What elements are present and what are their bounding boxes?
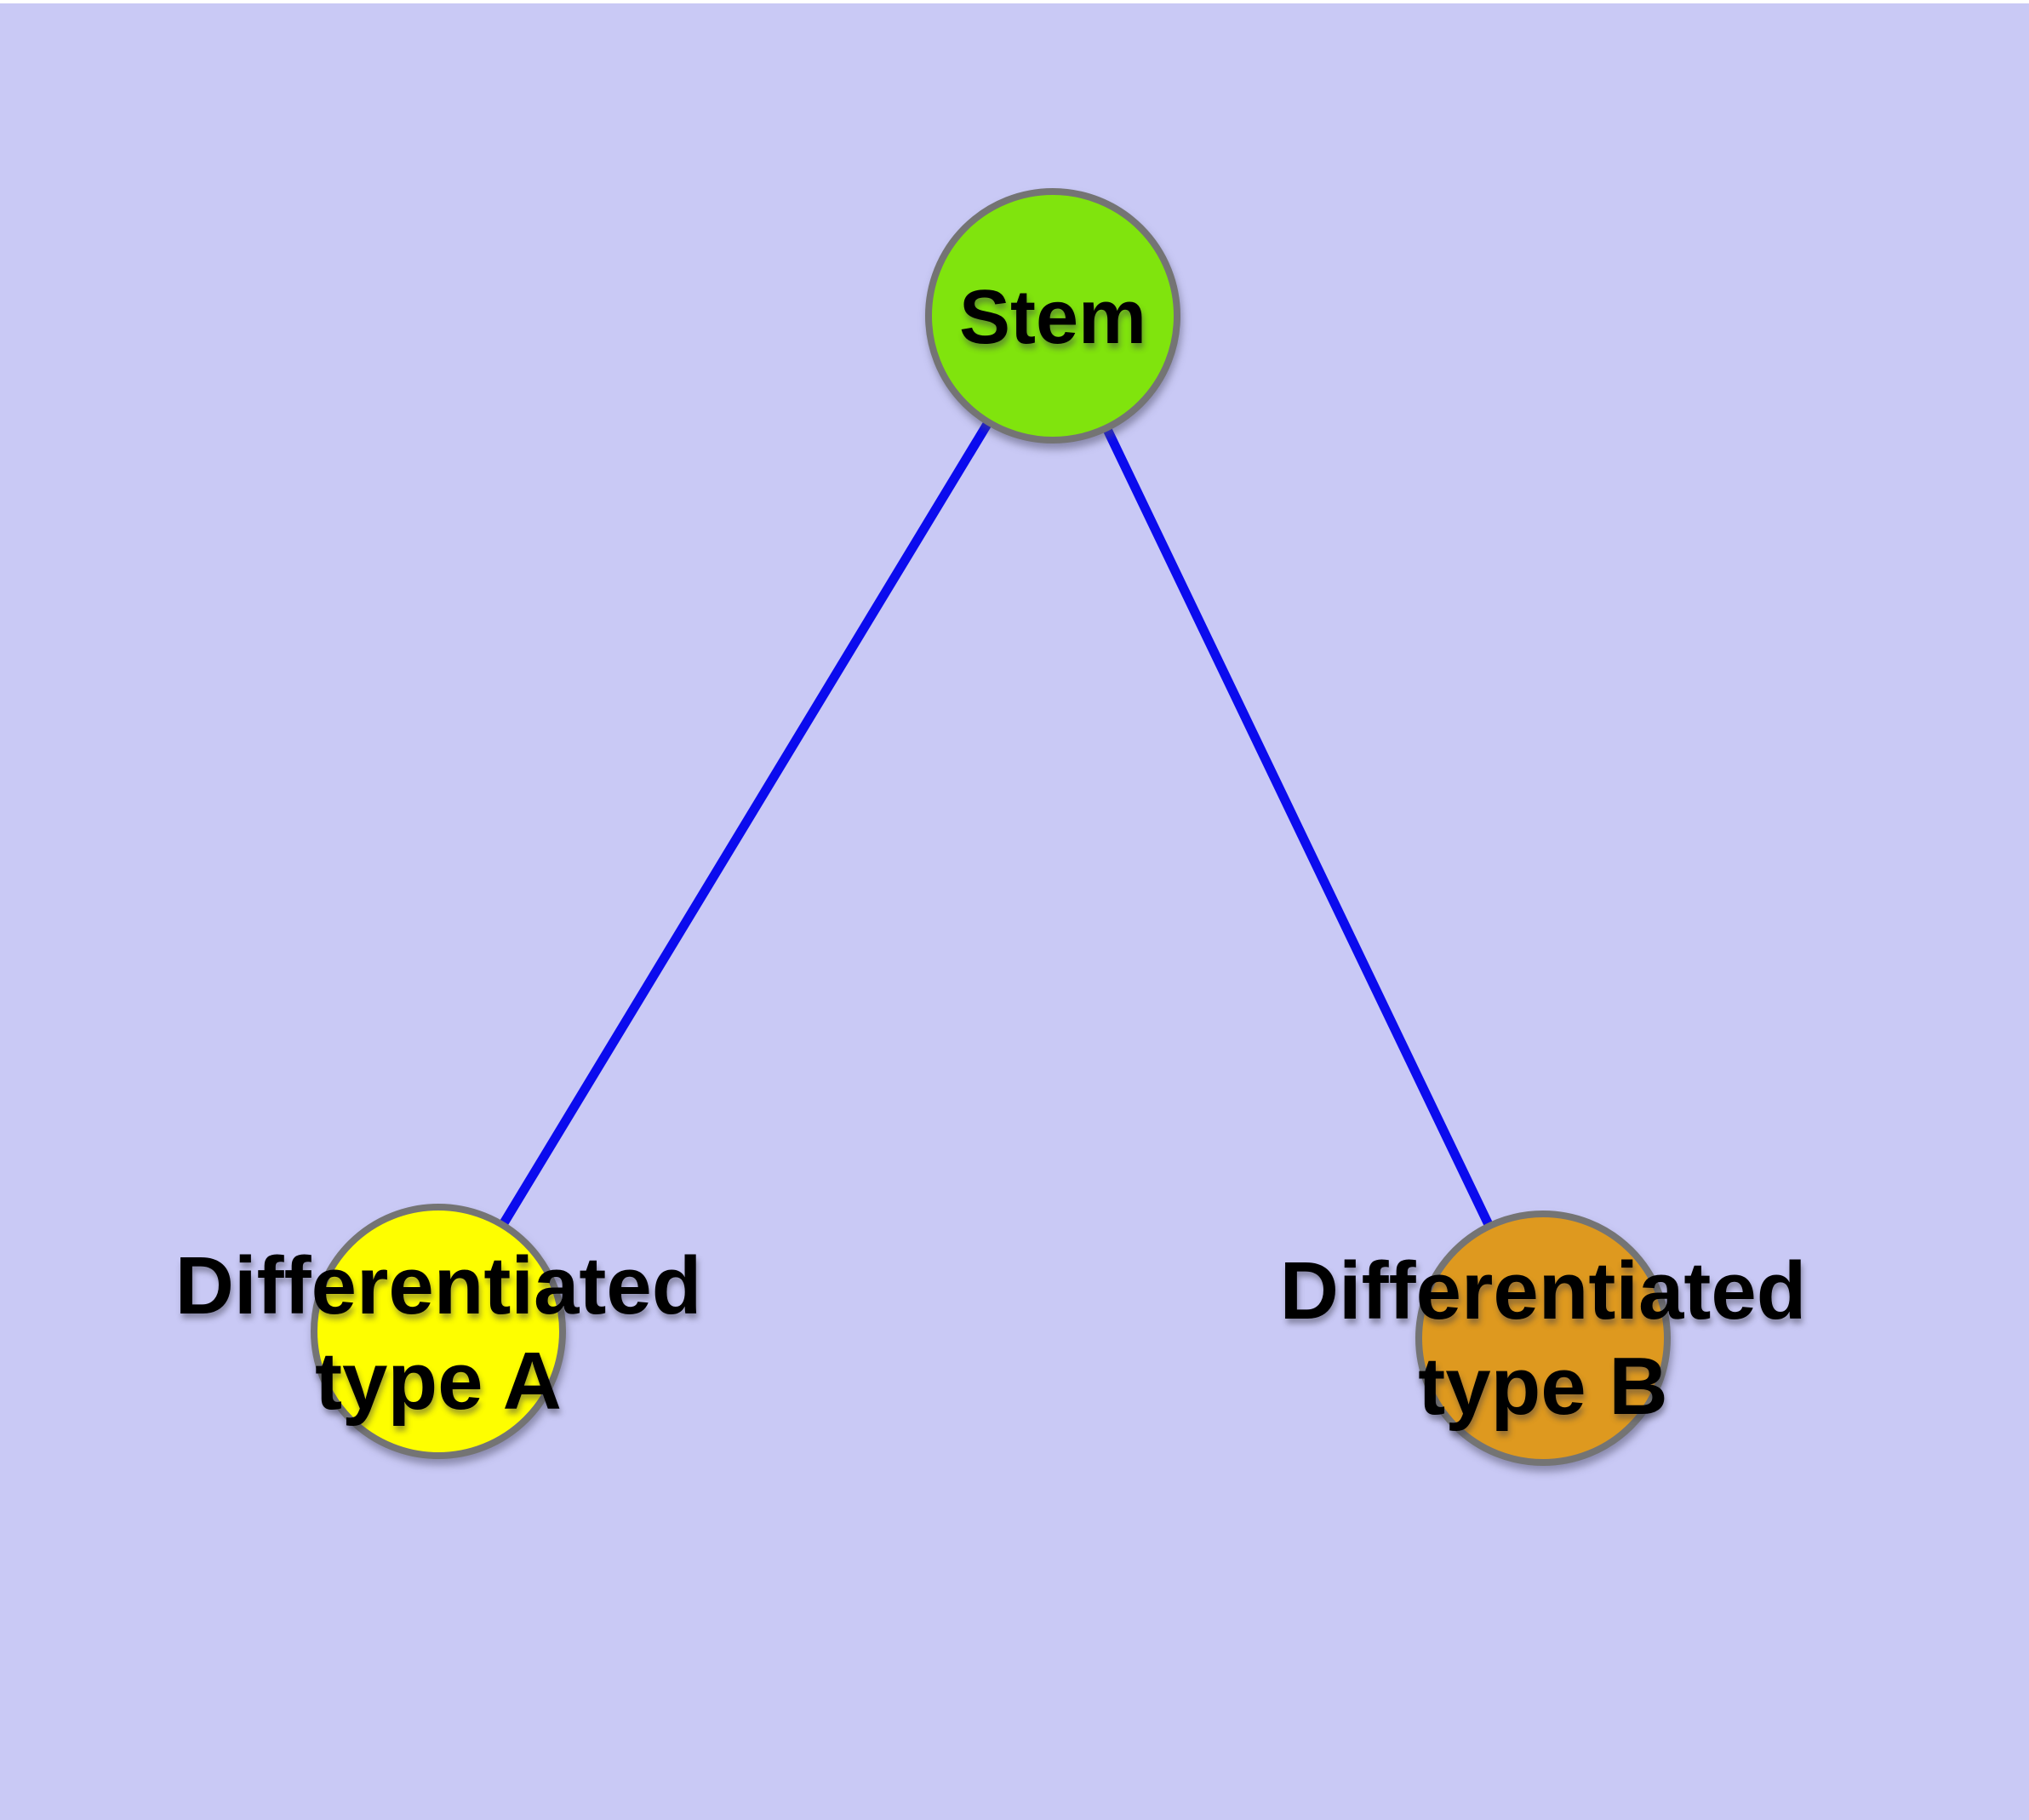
node-differentiated-type-b: [1415, 1210, 1671, 1466]
node-label-line: Stem: [958, 275, 1147, 360]
node-label-differentiated-type-b: Differentiated type B: [1280, 1244, 1807, 1434]
top-edge-strip: [0, 0, 2029, 3]
node-label-line: type A: [315, 1336, 562, 1427]
node-stem: [925, 188, 1180, 444]
node-label-stem: Stem: [959, 272, 1146, 363]
node-label-differentiated-type-a: Differentiated type A: [175, 1239, 702, 1429]
node-label-line: Differentiated: [1279, 1245, 1807, 1336]
edge-stem-to-type-b: [1049, 313, 1547, 1341]
node-differentiated-type-a: [311, 1204, 566, 1459]
node-label-line: Differentiated: [174, 1240, 702, 1331]
edge-stem-to-type-a: [434, 313, 1057, 1334]
node-label-line: type B: [1418, 1341, 1668, 1432]
